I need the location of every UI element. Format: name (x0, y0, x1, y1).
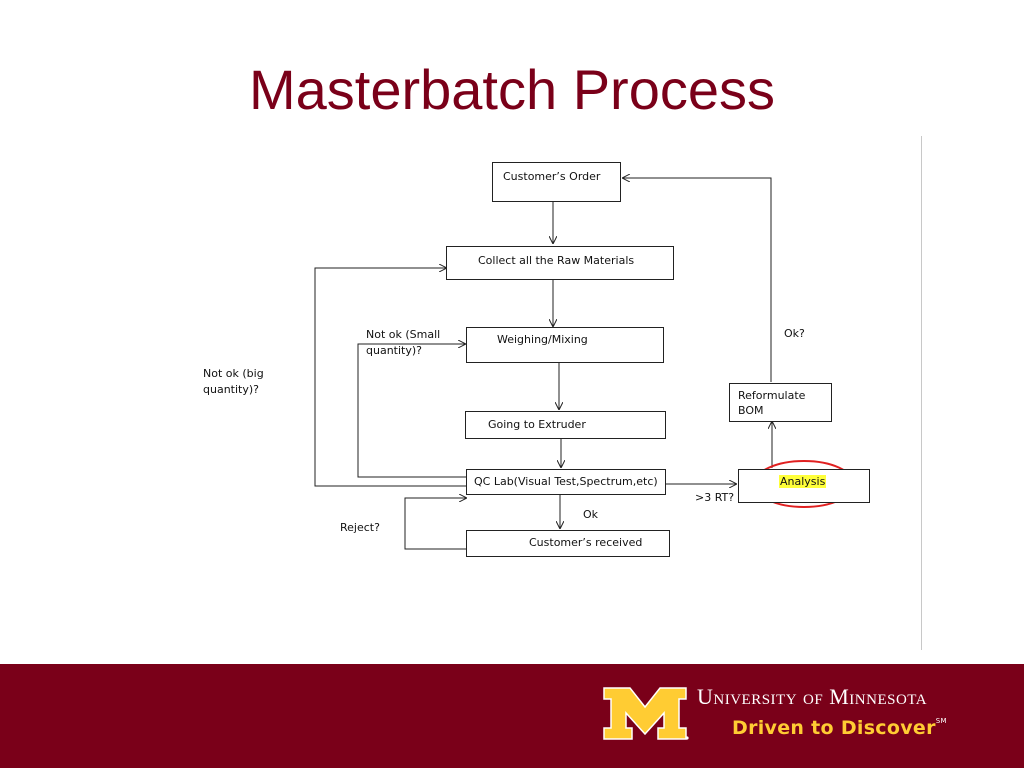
customers-received-box: Customer’s received (466, 530, 670, 557)
service-mark: SM (935, 717, 947, 725)
block-m-logo-icon (603, 687, 689, 740)
not-ok-big-label-line2: quantity)? (203, 383, 259, 396)
arrow-reject-loop (404, 498, 466, 550)
qc-lab-label: QC Lab(Visual Test,Spectrum,etc) (474, 475, 658, 488)
collect-raw-materials-label: Collect all the Raw Materials (478, 254, 635, 267)
retest-label: >3 RT? (695, 491, 735, 504)
going-to-extruder-label: Going to Extruder (488, 418, 586, 431)
not-ok-small-label-line1: Not ok (Small (366, 328, 441, 341)
weighing-mixing-label: Weighing/Mixing (497, 333, 588, 346)
slide-title: Masterbatch Process (249, 58, 775, 121)
collect-raw-materials-box: Collect all the Raw Materials (446, 246, 674, 280)
university-name: University of Minnesota (697, 684, 928, 709)
reformulate-label: Reformulate (738, 389, 806, 402)
ok-top-label: Ok? (784, 327, 805, 340)
tagline: Driven to DiscoverSM (732, 717, 947, 739)
ok-bottom-label: Ok (583, 508, 599, 521)
reject-label: Reject? (340, 521, 380, 534)
not-ok-small-label-line2: quantity)? (366, 344, 422, 357)
customers-received-label: Customer’s received (529, 536, 643, 549)
arrow-small-quantity-loop (357, 344, 466, 478)
analysis-label: Analysis (779, 475, 827, 488)
flow-connectors (314, 0, 855, 550)
reformulate-bom-box: Reformulate BOM (729, 383, 832, 422)
arrow-big-quantity-loop (314, 268, 466, 487)
qc-lab-box: QC Lab(Visual Test,Spectrum,etc) (466, 469, 666, 495)
vertical-divider (921, 136, 922, 650)
going-to-extruder-box: Going to Extruder (465, 411, 666, 439)
bom-label: BOM (738, 404, 764, 417)
weighing-mixing-box: Weighing/Mixing (466, 327, 664, 363)
analysis-box: Analysis (738, 469, 870, 503)
footer-bar (0, 664, 1024, 768)
customers-order-box: Customer’s Order (492, 162, 621, 202)
customers-order-label: Customer’s Order (503, 170, 601, 183)
arrow-reformulate-to-order (623, 178, 772, 382)
not-ok-big-label-line1: Not ok (big (203, 367, 264, 380)
tagline-text: Driven to Discover (732, 717, 936, 739)
